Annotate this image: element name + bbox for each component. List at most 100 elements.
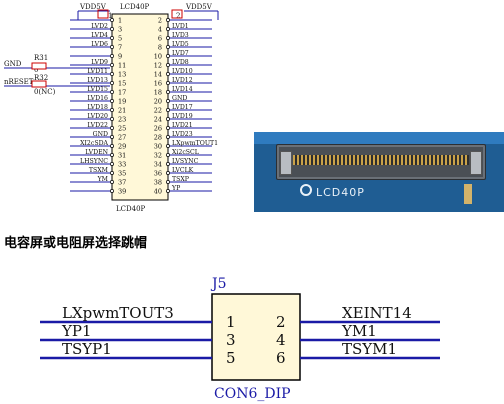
lcd-right-pin-mark: [166, 162, 170, 166]
lcd-right-pin-number: 2: [158, 17, 162, 25]
connector-photo: LCD40P: [254, 132, 504, 212]
lcd-right-net-label: LVD10: [172, 68, 193, 75]
lcd-right-pin-mark: [166, 90, 170, 94]
lcd-right-pin-number: 26: [154, 125, 162, 133]
photo-silkscreen-label: LCD40P: [316, 186, 365, 199]
lcd-right-pin-mark: [166, 144, 170, 148]
lcd-right-net-label: LVD17: [172, 104, 193, 111]
lcd-left-pin-number: 39: [118, 188, 126, 196]
lcd-left-pin-mark: [110, 189, 114, 193]
photo-clip-left: [280, 151, 292, 175]
lcd-right-net-label: LVD21: [172, 122, 193, 129]
lcd-left-pin-mark: [110, 117, 114, 121]
lcd-right-pin-mark: [166, 126, 170, 130]
lcd-right-net-label: LVD23: [172, 131, 193, 138]
lcd-left-net-label: LVD9: [91, 59, 108, 66]
lcd-right-net-label: LVD1: [172, 23, 189, 30]
lcd-left-pin-number: 29: [118, 143, 126, 151]
j5-part-label: CON6_DIP: [214, 386, 291, 402]
lcd-right-pin-number: 40: [154, 188, 162, 196]
lcd-right-pin-number: 20: [154, 98, 162, 106]
lcd-left-pin-number: 9: [118, 53, 122, 61]
photo-fpc-connector: [276, 144, 486, 180]
j5-right-net-label: YM1: [341, 322, 377, 340]
lcd-left-pin-number: 13: [118, 71, 126, 79]
lcd-right-pin-mark: [166, 189, 170, 193]
lcd40p-aux-wires: [4, 10, 219, 88]
lcd-left-net-label: GND: [93, 131, 108, 138]
lcd-right-pin-number: 34: [154, 161, 162, 169]
lcd-right-net-label: LVSYNC: [172, 158, 199, 165]
lcd-left-pin-number: 7: [118, 44, 122, 52]
lcd-right-pin-mark: [166, 27, 170, 31]
lcd40p-top-label: LCD40P: [120, 3, 150, 11]
lcd-left-pin-number: 3: [118, 26, 122, 34]
lcd-left-pin-number: 5: [118, 35, 122, 43]
lcd-left-net-label: YM: [97, 176, 109, 183]
lcd-left-pin-mark: [110, 90, 114, 94]
j5-right-net-label: XEINT14: [342, 304, 412, 322]
lcd-right-net-label: TSXP: [172, 176, 189, 183]
lcd-left-net-label: LVD20: [87, 113, 108, 120]
lcd-left-pin-mark: [110, 108, 114, 112]
lcd-left-pin-number: 27: [118, 134, 126, 142]
lcd-left-pin-mark: [110, 162, 114, 166]
lcd-left-pin-number: 1: [118, 17, 122, 25]
lcd-right-pin-mark: [166, 99, 170, 103]
j5-right-pin-number: 2: [276, 313, 286, 331]
vdd-right-label: VDD5V: [185, 3, 213, 11]
section-heading: 电容屏或电阻屏选择跳帽: [4, 236, 148, 251]
lcd-left-pin-mark: [110, 18, 114, 22]
lcd-right-net-label: LVD8: [172, 59, 189, 66]
lcd-right-pin-number: 12: [154, 62, 162, 70]
lcd-right-net-label: LXpwmTOUT1: [172, 140, 218, 147]
lcd-left-pin-mark: [110, 180, 114, 184]
lcd-left-pin-mark: [110, 171, 114, 175]
lcd-left-net-label: TSXM: [89, 167, 109, 174]
cap-right-label: 2: [176, 12, 180, 20]
photo-pin1-mark: [300, 184, 312, 196]
lcd-left-pin-number: 15: [118, 80, 126, 88]
j5-left-pin-number: 3: [226, 331, 236, 349]
lcd-left-net-label: LVD16: [87, 95, 108, 102]
lcd-left-pin-mark: [110, 27, 114, 31]
lcd-right-net-label: LVD12: [172, 77, 193, 84]
lcd-left-pin-number: 33: [118, 161, 126, 169]
lcd-right-net-label: Xi2cSCL: [172, 149, 199, 156]
gnd-label: GND: [4, 60, 22, 68]
lcd-right-net-label: LVD14: [172, 86, 193, 93]
j5-right-net-label: TSYM1: [342, 340, 397, 358]
lcd-left-net-label: LVD13: [87, 77, 108, 84]
lcd-right-pin-number: 38: [154, 179, 162, 187]
lcd-left-net-label: LHSYNC: [80, 158, 108, 165]
lcd-right-pin-mark: [166, 135, 170, 139]
j5-right-pin-number: 4: [276, 331, 286, 349]
j5-left-net-label: LXpwmTOUT3: [62, 304, 174, 322]
lcd40p-top-caps: [97, 9, 183, 19]
j5-left-net-label: YP1: [61, 322, 92, 340]
photo-solder-pad: [464, 184, 472, 204]
lcd-left-net-label: LVD2: [91, 23, 108, 30]
lcd-left-pin-number: 21: [118, 107, 126, 115]
r31-value: 0: [34, 66, 38, 74]
lcd-right-pin-mark: [166, 63, 170, 67]
lcd-left-pin-mark: [110, 63, 114, 67]
lcd-left-net-label: XI2cSDA: [80, 140, 108, 147]
vdd-left-label: VDD5V: [79, 3, 107, 11]
j5-right-pin-number: 6: [276, 349, 286, 367]
cap-left-label: 1: [108, 12, 112, 20]
lcd-right-pin-number: 32: [154, 152, 162, 160]
lcd-right-pin-number: 18: [154, 89, 162, 97]
lcd-left-pin-number: 37: [118, 179, 126, 187]
lcd-right-pin-mark: [166, 153, 170, 157]
lcd-left-pin-mark: [110, 54, 114, 58]
photo-connector-slot: [293, 155, 469, 165]
lcd-right-pin-number: 14: [154, 71, 162, 79]
lcd-right-pin-mark: [166, 36, 170, 40]
lcd-right-pin-number: 22: [154, 107, 162, 115]
lcd-left-net-label: LVD4: [91, 32, 108, 39]
lcd-right-pin-number: 30: [154, 143, 162, 151]
lcd-right-pin-mark: [166, 54, 170, 58]
lcd-left-pin-number: 19: [118, 98, 126, 106]
